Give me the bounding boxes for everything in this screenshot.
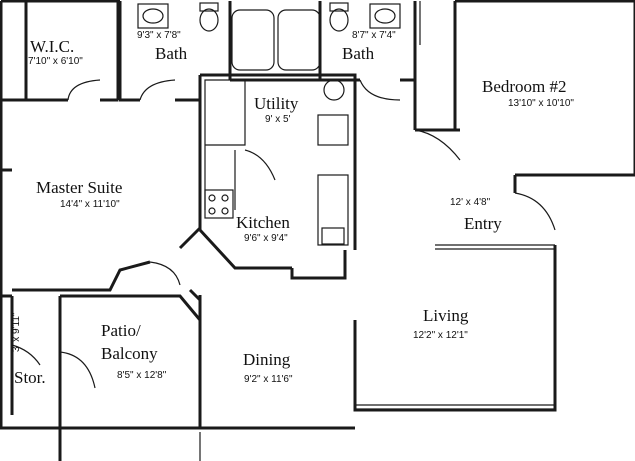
tub-right (277, 9, 321, 71)
room-dims-storage: 3' x 9'11" (11, 312, 22, 352)
bath2-sink (369, 3, 401, 29)
room-name-kitchen: Kitchen (236, 213, 290, 232)
room-dims-living: 12'2" x 12'1" (413, 330, 468, 341)
patio-rail (59, 432, 201, 461)
room-name-bath2: Bath (342, 44, 375, 63)
room-name-living: Living (423, 306, 469, 325)
door-utility (244, 149, 276, 181)
room-name-storage: Stor. (14, 368, 46, 387)
stove (204, 189, 234, 219)
bath1-toilet (199, 8, 219, 32)
room-dims-dining: 9'2" x 11'6" (244, 374, 293, 385)
sliding-door-living (435, 244, 555, 250)
door-bedroom (414, 129, 461, 161)
fridge-pantry (317, 174, 349, 246)
room-name-patio-line2: Balcony (101, 344, 158, 363)
bath2-toilet (329, 8, 349, 32)
tub-left (231, 9, 275, 71)
room-dims-patio: 8'5" x 12'8" (117, 370, 167, 381)
room-dims-bath2: 8'7" x 7'4" (352, 30, 396, 41)
door-wic (67, 79, 101, 101)
water-heater (323, 79, 345, 101)
door-entry (514, 192, 556, 231)
room-dims-bedroom2: 13'10" x 10'10" (508, 98, 574, 109)
room-name-dining: Dining (243, 350, 291, 369)
door-patio (59, 351, 96, 389)
room-dims-bath1: 9'3" x 7'8" (137, 30, 181, 41)
door-master (149, 261, 181, 286)
room-name-entry: Entry (464, 214, 502, 233)
room-name-master: Master Suite (36, 178, 123, 197)
room-name-patio-line1: Patio/ (101, 321, 141, 340)
room-name-utility: Utility (254, 94, 299, 113)
door-bath1 (139, 79, 176, 101)
door-bath2 (359, 79, 401, 101)
window-bath2 (414, 1, 421, 45)
room-dims-entry: 12' x 4'8" (450, 197, 491, 208)
door-storage (11, 344, 41, 366)
room-name-wic: W.I.C. (30, 37, 75, 56)
bath1-sink (137, 3, 169, 29)
room-name-bedroom2: Bedroom #2 (482, 77, 567, 96)
room-dims-master: 14'4" x 11'10" (60, 199, 120, 210)
fixtures (11, 1, 556, 461)
room-dims-wic: 7'10" x 6'10" (28, 56, 83, 67)
window-living (355, 404, 555, 410)
kitchen-sink (321, 227, 345, 245)
room-dims-utility: 9' x 5' (265, 114, 291, 125)
room-dims-kitchen: 9'6" x 9'4" (244, 233, 288, 244)
room-name-bath1: Bath (155, 44, 188, 63)
washer (317, 114, 349, 146)
